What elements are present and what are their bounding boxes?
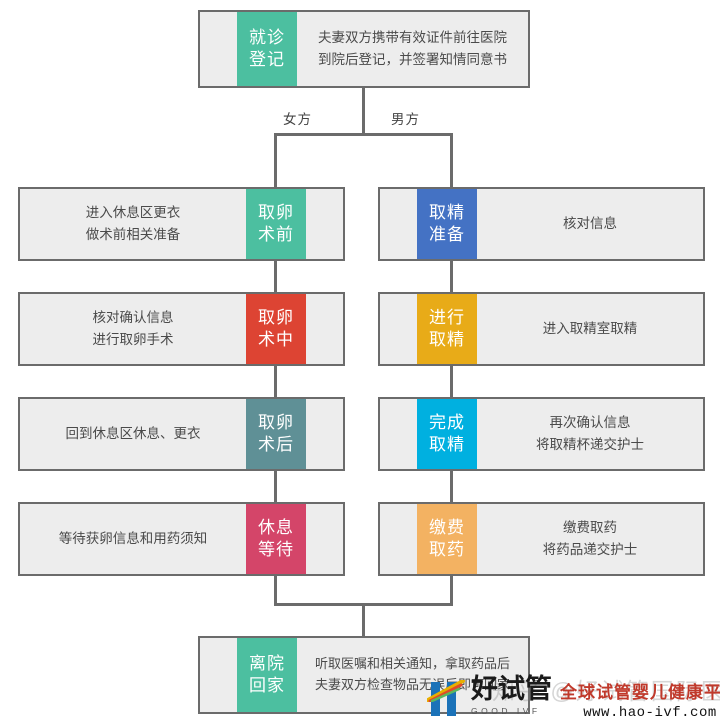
node-spacer — [380, 294, 417, 364]
flow-node-description: 缴费取药 将药品递交护士 — [542, 520, 638, 557]
connector-male-1 — [450, 261, 453, 292]
node-spacer — [380, 504, 417, 574]
flow-node-description: 再次确认信息 将取精杯递交护士 — [536, 415, 644, 452]
flow-node-registration[interactable]: 就诊 登记 夫妻双方携带有效证件前往医院 到院后登记，并签署知情同意书 — [198, 10, 530, 88]
swoosh-icon — [427, 680, 465, 702]
connector-split-bar — [274, 133, 453, 136]
flow-node-tag: 取精 准备 — [417, 189, 477, 259]
connector-male-merge — [450, 576, 453, 606]
flow-node-description: 夫妻双方携带有效证件前往医院 到院后登记，并签署知情同意书 — [318, 30, 507, 67]
connector-female-3 — [274, 471, 277, 502]
connector-female-merge — [274, 576, 277, 606]
connector-female-drop — [274, 133, 277, 187]
flow-node-tag: 就诊 登记 — [237, 12, 297, 86]
flow-node-tag: 取卵 术后 — [246, 399, 306, 469]
connector-male-3 — [450, 471, 453, 502]
flow-node-tag: 完成 取精 — [417, 399, 477, 469]
branch-label-male: 男方 — [391, 112, 420, 127]
flow-node-tag: 离院 回家 — [237, 638, 297, 712]
connector-male-drop — [450, 133, 453, 187]
good-ivf-logo-icon — [425, 678, 467, 716]
flow-node-tag: 取卵 术前 — [246, 189, 306, 259]
node-spacer — [306, 294, 343, 364]
node-spacer — [306, 399, 343, 469]
brand-logo-text: 好试管 GOOD IVF — [471, 676, 552, 716]
flow-node-tag: 缴费 取药 — [417, 504, 477, 574]
brand-name-cn: 好试管 — [471, 674, 552, 705]
node-spacer — [200, 12, 237, 86]
node-spacer — [306, 189, 343, 259]
flow-node-description: 核对信息 — [563, 216, 617, 232]
connector-female-1 — [274, 261, 277, 292]
brand-name-en: GOOD IVF — [471, 706, 541, 716]
node-spacer — [380, 399, 417, 469]
site-tagline: 全球试管婴儿健康平台 — [560, 683, 720, 702]
connector-male-2 — [450, 366, 453, 397]
flow-node-tag: 休息 等待 — [246, 504, 306, 574]
flow-node-description: 回到休息区休息、更衣 — [65, 426, 201, 442]
flow-node-female-retrieval[interactable]: 核对确认信息 进行取卵手术 取卵 术中 — [18, 292, 345, 366]
flow-node-description: 核对确认信息 进行取卵手术 — [92, 310, 174, 347]
flow-node-tag: 取卵 术中 — [246, 294, 306, 364]
flow-node-male-payment[interactable]: 缴费 取药 缴费取药 将药品递交护士 — [378, 502, 705, 576]
flow-node-female-pre-op[interactable]: 进入休息区更衣 做术前相关准备 取卵 术前 — [18, 187, 345, 261]
flow-node-description: 进入休息区更衣 做术前相关准备 — [85, 205, 181, 242]
flow-node-description: 等待获卵信息和用药须知 — [58, 531, 208, 547]
flow-node-description: 进入取精室取精 — [542, 321, 638, 337]
connector-top-stem — [362, 88, 365, 133]
flow-node-male-collection[interactable]: 进行 取精 进入取精室取精 — [378, 292, 705, 366]
site-url: www.hao-ivf.com — [583, 705, 717, 720]
flow-node-female-rest[interactable]: 等待获卵信息和用药须知 休息 等待 — [18, 502, 345, 576]
node-spacer — [306, 504, 343, 574]
connector-final-stem — [362, 603, 365, 636]
node-spacer — [200, 638, 237, 712]
flow-node-female-post-op[interactable]: 回到休息区休息、更衣 取卵 术后 — [18, 397, 345, 471]
flow-node-tag: 进行 取精 — [417, 294, 477, 364]
connector-female-2 — [274, 366, 277, 397]
flow-node-male-complete[interactable]: 完成 取精 再次确认信息 将取精杯递交护士 — [378, 397, 705, 471]
flow-node-male-prep[interactable]: 取精 准备 核对信息 — [378, 187, 705, 261]
branch-label-female: 女方 — [283, 112, 312, 127]
node-spacer — [380, 189, 417, 259]
site-watermark: 全球试管婴儿健康平台 www.hao-ivf.com — [560, 678, 720, 720]
brand-logo: 好试管 GOOD IVF — [425, 676, 552, 716]
